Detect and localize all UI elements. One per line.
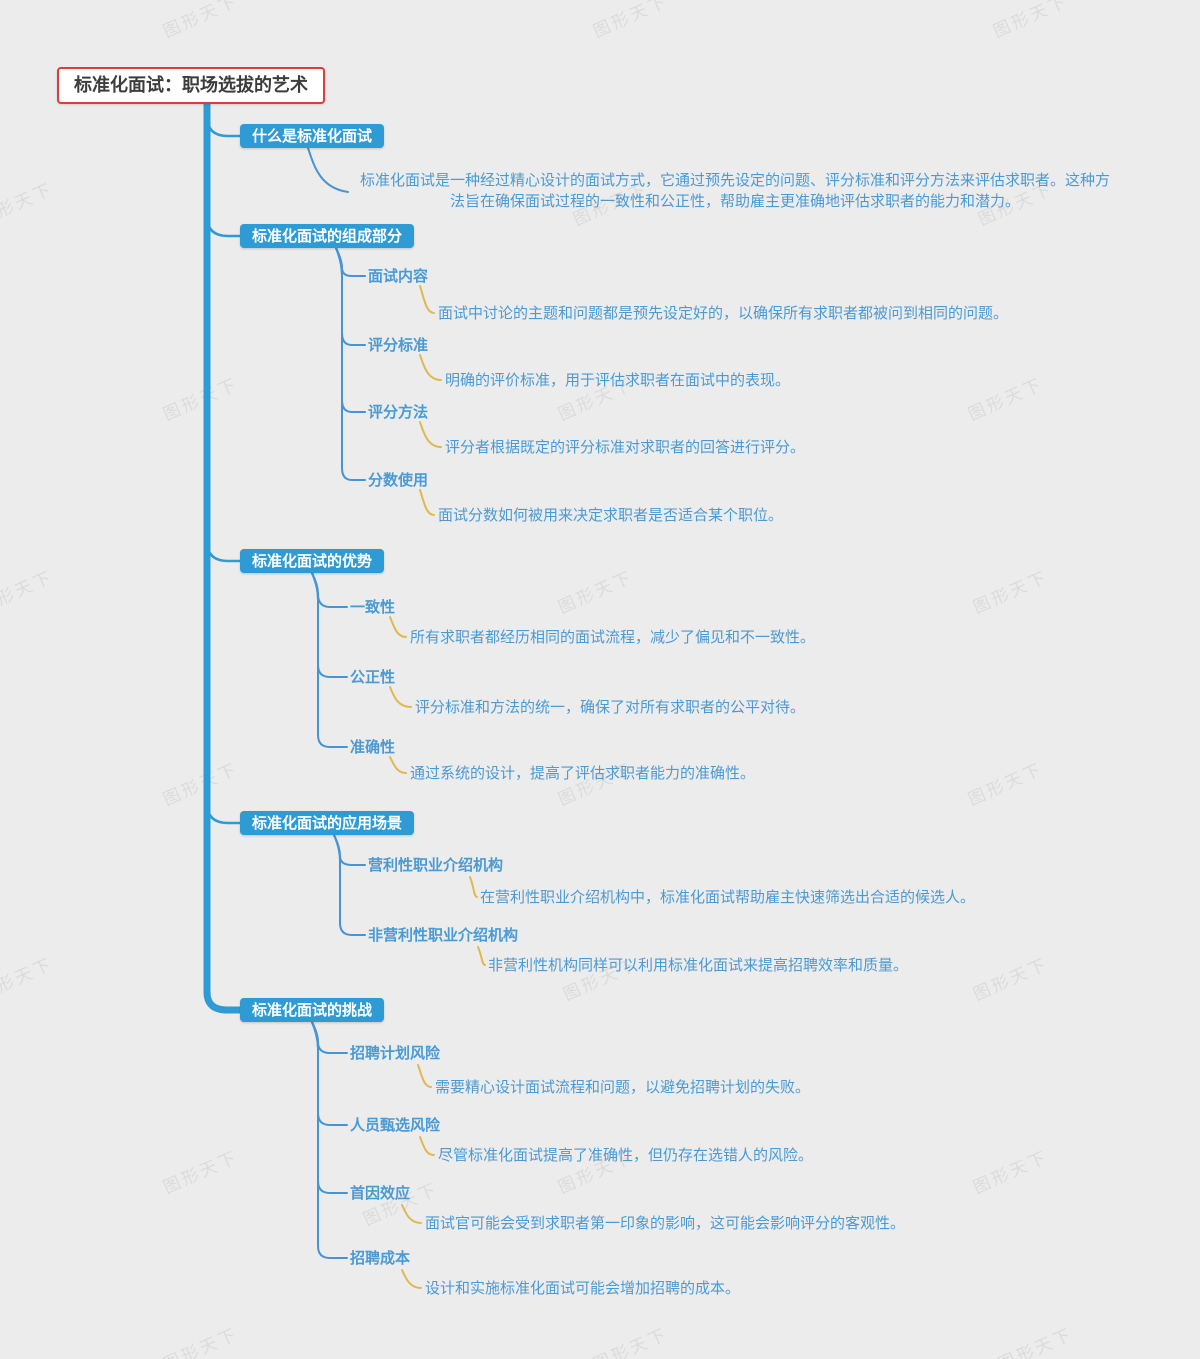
subtopic-consistency[interactable]: 一致性 [350, 598, 396, 616]
watermark: 图形天下 [590, 0, 672, 43]
subtopic-interview-content[interactable]: 面试内容 [368, 267, 429, 285]
watermark: 图形天下 [970, 567, 1052, 619]
watermark: 图形天下 [160, 1147, 242, 1199]
watermark: 图形天下 [590, 1324, 672, 1359]
subtopic-fairness[interactable]: 公正性 [350, 668, 396, 686]
subtopic-connectors [307, 147, 366, 1259]
topic-note: 非营利性机构同样可以利用标准化面试来提高招聘效率和质量。 [488, 956, 909, 974]
topic-note: 面试分数如何被用来决定求职者是否适合某个职位。 [438, 506, 784, 524]
topic-note: 评分标准和方法的统一，确保了对所有求职者的公平对待。 [415, 698, 806, 716]
topic-note: 面试中讨论的主题和问题都是预先设定好的，以确保所有求职者都被问到相同的问题。 [438, 304, 1009, 322]
subtopic-scoring-criteria[interactable]: 评分标准 [368, 336, 429, 354]
subtopic-recruitment-plan-risk[interactable]: 招聘计划风险 [350, 1044, 441, 1062]
subtopic-recruitment-cost[interactable]: 招聘成本 [350, 1249, 411, 1267]
watermark: 图形天下 [555, 567, 637, 619]
trunk-line [203, 99, 244, 1014]
topic-note: 通过系统的设计，提高了评估求职者能力的准确性。 [410, 764, 756, 782]
subtopic-score-usage[interactable]: 分数使用 [368, 471, 429, 489]
topic-note: 需要精心设计面试流程和问题，以避免招聘计划的失败。 [435, 1078, 811, 1096]
subtopic-for-profit-agency[interactable]: 营利性职业介绍机构 [368, 856, 504, 874]
topic-note: 明确的评价标准，用于评估求职者在面试中的表现。 [445, 371, 791, 389]
subtopic-nonprofit-agency[interactable]: 非营利性职业介绍机构 [368, 926, 519, 944]
watermark: 图形天下 [970, 954, 1052, 1006]
branch-connectors [205, 114, 243, 825]
topic-note: 所有求职者都经历相同的面试流程，减少了偏见和不一致性。 [410, 628, 816, 646]
watermark: 图形天下 [990, 0, 1072, 43]
subtopic-scoring-method[interactable]: 评分方法 [368, 403, 429, 421]
topic-note: 设计和实施标准化面试可能会增加招聘的成本。 [425, 1279, 741, 1297]
watermark: 图形天下 [160, 1324, 242, 1359]
branch-what-is[interactable]: 什么是标准化面试 [240, 124, 385, 148]
subtopic-selection-risk[interactable]: 人员甄选风险 [350, 1116, 441, 1134]
topic-note: 面试官可能会受到求职者第一印象的影响，这可能会影响评分的客观性。 [425, 1214, 906, 1232]
watermark: 图形天下 [0, 954, 57, 1006]
topic-note: 评分者根据既定的评分标准对求职者的回答进行评分。 [445, 438, 806, 456]
watermark: 图形天下 [965, 374, 1047, 426]
branch-challenges[interactable]: 标准化面试的挑战 [240, 998, 385, 1022]
topic-note: 在营利性职业介绍机构中，标准化面试帮助雇主快速筛选出合适的候选人。 [480, 888, 976, 906]
watermark: 图形天下 [965, 759, 1047, 811]
watermark: 图形天下 [995, 1324, 1077, 1359]
watermark: 图形天下 [160, 374, 242, 426]
topic-note: 标准化面试是一种经过精心设计的面试方式，它通过预先设定的问题、评分标准和评分方法… [359, 171, 1110, 210]
branch-components[interactable]: 标准化面试的组成部分 [240, 224, 415, 248]
watermark: 图形天下 [0, 179, 57, 231]
watermark: 图形天下 [160, 0, 242, 43]
topic-note: 尽管标准化面试提高了准确性，但仍存在选错人的风险。 [438, 1146, 814, 1164]
subtopic-accuracy[interactable]: 准确性 [350, 738, 396, 756]
branch-advantages[interactable]: 标准化面试的优势 [240, 549, 385, 573]
subtopic-primacy-effect[interactable]: 首因效应 [350, 1184, 411, 1202]
watermark: 图形天下 [0, 567, 57, 619]
root-topic[interactable]: 标准化面试：职场选拔的艺术 [57, 67, 325, 104]
watermark: 图形天下 [970, 1147, 1052, 1199]
branch-scenarios[interactable]: 标准化面试的应用场景 [240, 811, 415, 835]
watermark: 图形天下 [160, 759, 242, 811]
